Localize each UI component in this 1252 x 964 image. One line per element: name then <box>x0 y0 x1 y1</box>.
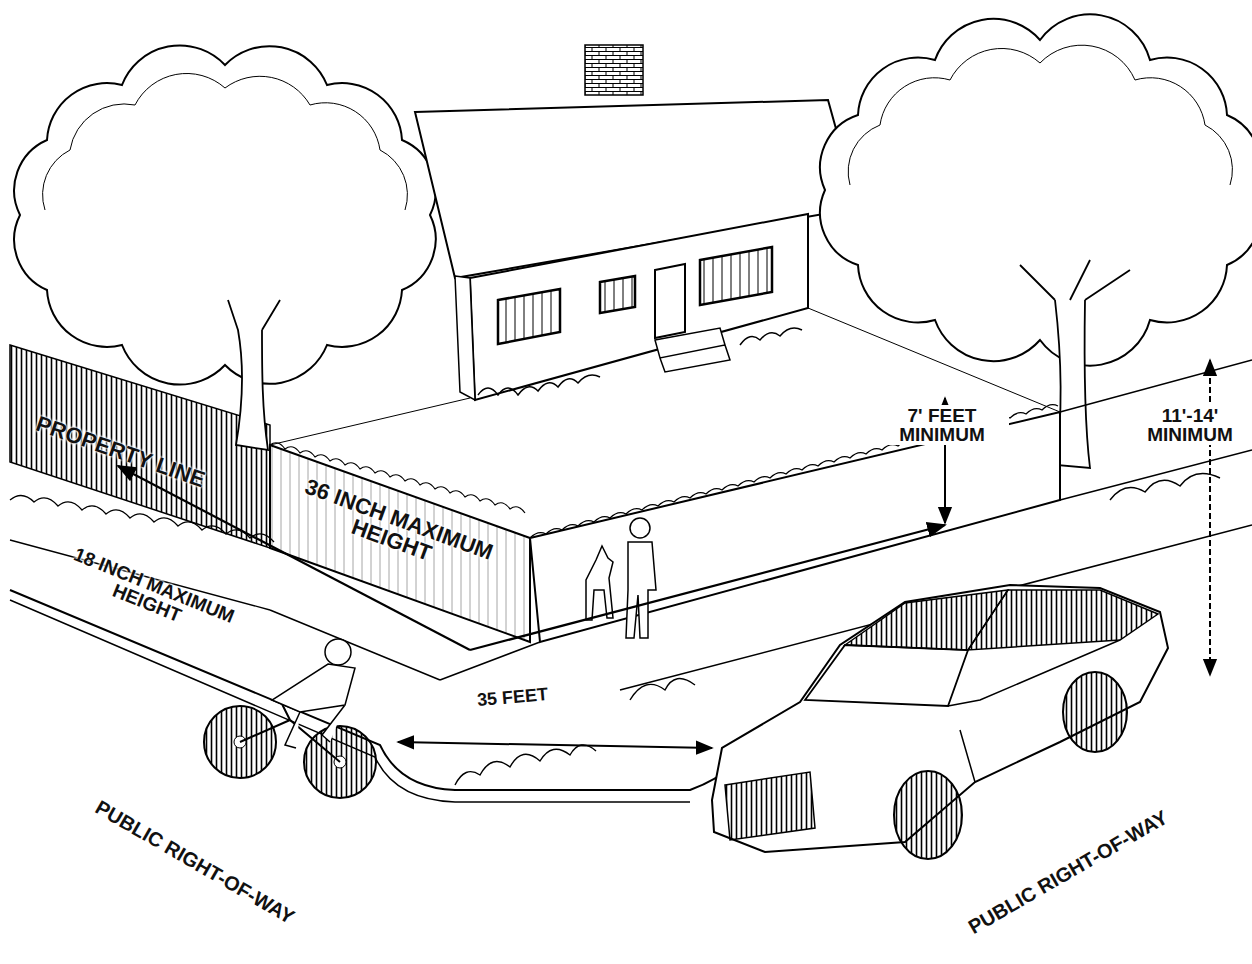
house-window <box>498 289 560 344</box>
house-window <box>700 247 772 305</box>
tree-canopy <box>820 14 1252 365</box>
hedge-continuation <box>1060 360 1252 500</box>
car-wheel <box>894 771 962 859</box>
car-trunk <box>968 590 1158 650</box>
annotation-label: 18 INCH MAXIMUM HEIGHT <box>43 536 257 652</box>
house-wall <box>470 214 808 400</box>
car-wheel <box>1063 672 1127 752</box>
house-steps <box>655 328 730 372</box>
house-window <box>600 276 635 313</box>
chimney <box>585 45 643 95</box>
house-door <box>655 264 685 338</box>
annotation-label: 11'-14' MINIMUM <box>1133 405 1247 446</box>
annotation-label: 35 FEET <box>476 685 548 709</box>
tree-canopy-inner <box>43 73 408 210</box>
car-detail <box>948 640 1120 782</box>
tree-canopy <box>14 45 436 384</box>
annotation-label: PUBLIC RIGHT-OF-WAY <box>92 797 298 928</box>
dog <box>586 546 613 620</box>
house-side <box>455 276 475 400</box>
fence <box>10 345 270 548</box>
curb <box>10 600 690 802</box>
rider-head <box>325 639 351 665</box>
foundation-shrubs <box>478 328 802 395</box>
rider-body <box>272 664 355 748</box>
lawn-edge <box>270 308 1060 445</box>
annotation-label: PUBLIC RIGHT-OF-WAY <box>965 807 1171 938</box>
car-grille <box>725 772 815 840</box>
annotation-label: 7' FEET MINIMUM <box>875 405 1009 446</box>
dimension-arrow <box>398 742 712 748</box>
person-body <box>626 542 656 638</box>
person-head <box>630 518 650 538</box>
tree-canopy-inner <box>848 45 1232 185</box>
car-windshield <box>805 645 968 706</box>
tree-trunk <box>228 300 280 450</box>
